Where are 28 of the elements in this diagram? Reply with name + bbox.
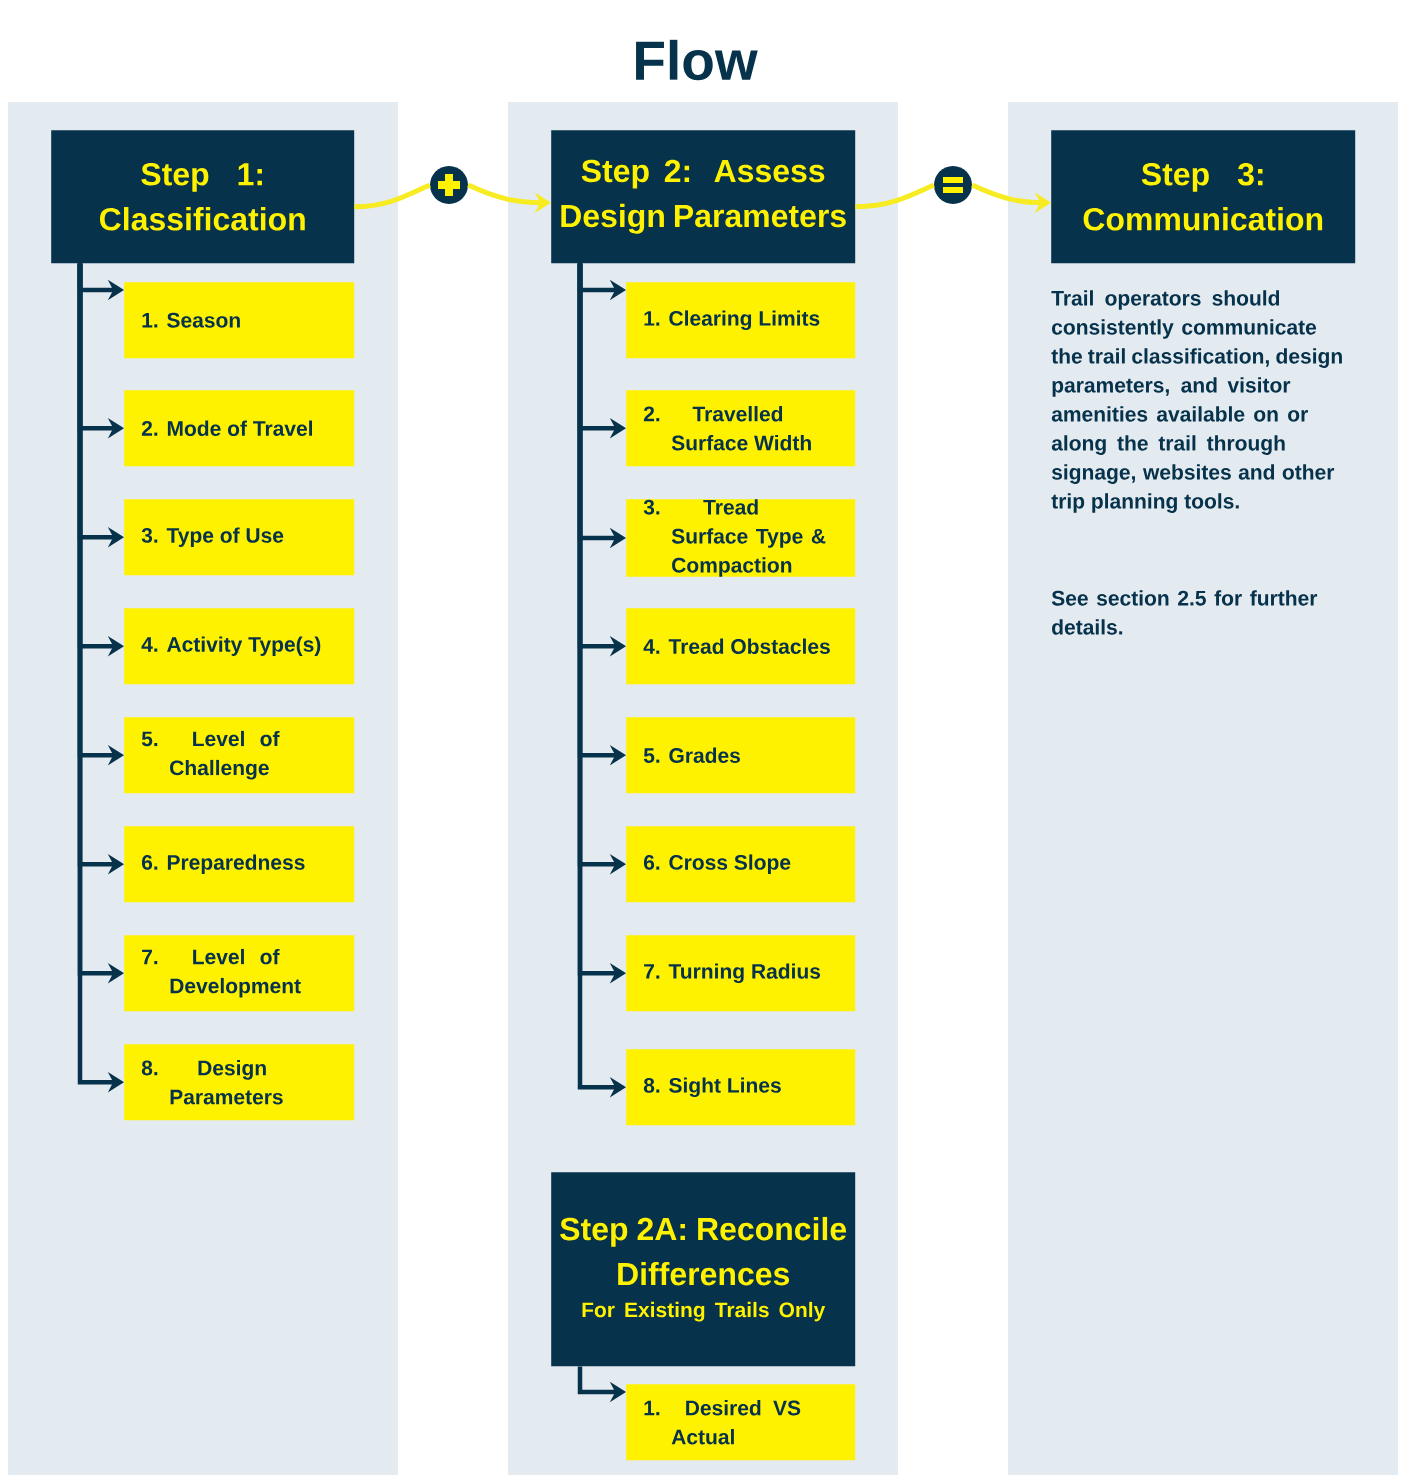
item-box: 6. Cross Slope [626,826,856,903]
paragraph: See section 2.5 for further details. [1051,590,1318,635]
item-box: 7. Turning Radius [626,935,856,1012]
item-box: 7. Level of Development [124,935,355,1012]
paragraph: Trail operators should consistently communicate the trail classification, design parameters, and visitor amenities available on or along the trail through signage, websites and other trip planning tools. [1051,290,1342,513]
item-box: 1. Desired VS Actual [626,1384,856,1461]
step-box: Step 3: Communication [1051,130,1356,264]
item-box: 6. Preparedness [124,826,355,903]
item-box: 1. Clearing Limits [626,282,856,359]
item-box: 5. Level of Challenge [124,717,355,794]
item-box: 8. Design Parameters [124,1044,355,1121]
item-box: 1. Season [124,282,355,359]
step-box: Step 1: Classification [51,130,355,264]
item-box: 2. Mode of Travel [124,390,355,467]
curved-line [855,182,935,210]
item-box: 8. Sight Lines [626,1049,856,1126]
item-box: 4. Tread Obstacles [626,608,856,685]
item-box: 5. Grades [626,717,856,794]
item-box: 4. Activity Type(s) [124,608,355,685]
item-box: 3. Type of Use [124,499,355,576]
step-box: Step 2: Assess Design Parameters [551,130,856,264]
curved-line [354,182,431,210]
item-box: 3. Tread Surface Type & Compaction [626,499,856,577]
title: Flow [636,39,758,81]
step-box: Step 2A: Reconcile Differences For Existing Trails Only [551,1172,856,1367]
plus-circle [430,166,468,204]
equals-circle [934,166,972,204]
item-box: 2. Travelled Surface Width [626,390,856,467]
